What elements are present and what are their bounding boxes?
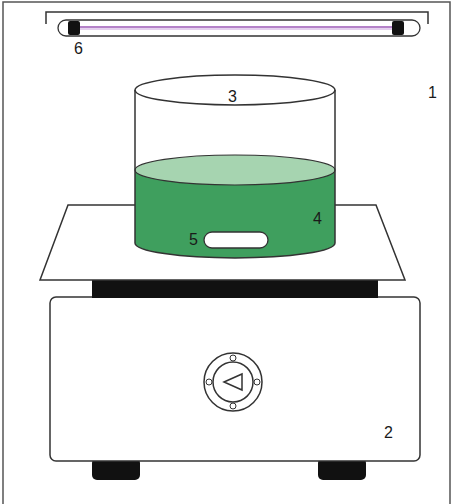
callout-number: 3 [228,88,237,106]
beaker [135,75,335,258]
callout-number: 1 [428,84,437,102]
callout-number: 5 [189,231,198,249]
magnetic-stirrer [40,205,420,480]
stir-bar [204,232,268,248]
callout-number: 6 [74,40,83,58]
callout-number: 2 [384,424,393,442]
enclosure [3,2,450,504]
callout-number: 4 [313,210,322,228]
uv-lamp [46,12,428,36]
